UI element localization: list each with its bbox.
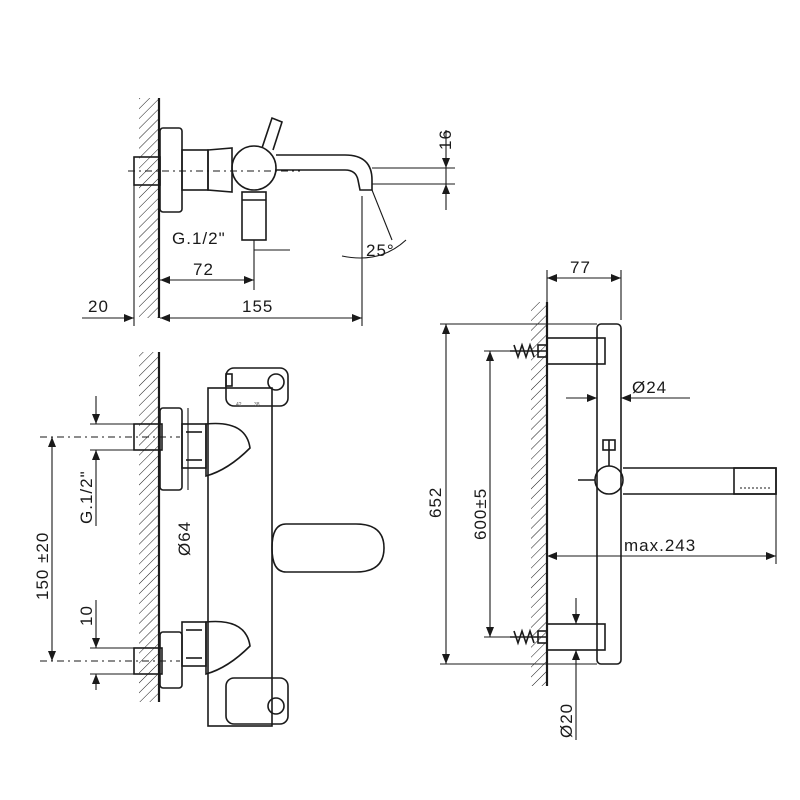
temperature-knob <box>225 367 289 407</box>
dim-72-label: 72 <box>193 260 214 279</box>
dim-10-label: 10 <box>77 605 96 626</box>
side-view: 77 Ø24 652 600±5 max.243 Ø20 <box>426 258 777 740</box>
lower-nut <box>181 621 207 667</box>
lower-flange <box>159 631 183 689</box>
dim-600-label: 600±5 <box>471 488 490 540</box>
wall-hatch-front <box>139 352 159 702</box>
upper-flange <box>159 407 183 491</box>
dia-24-label: Ø24 <box>632 378 667 397</box>
dim-155-label: 155 <box>242 297 273 316</box>
dia-64-label: Ø64 <box>175 521 194 556</box>
wall-flange-top <box>159 127 183 213</box>
front-view: 42 38 150 ±20 G.1/2" Ø64 10 <box>33 352 385 727</box>
lever-top <box>261 116 283 151</box>
dim-150-label: 150 ±20 <box>33 532 52 600</box>
flow-knob <box>225 677 289 725</box>
upper-nut <box>181 423 207 469</box>
bottom-screw <box>510 628 548 646</box>
mixer-body-top <box>231 145 277 191</box>
lower-connector-body <box>205 620 251 676</box>
eccentric-nut-top <box>181 149 209 191</box>
svg-text:42: 42 <box>236 402 242 408</box>
dia-20-label: Ø20 <box>557 703 576 738</box>
spout-top <box>276 154 373 191</box>
max-243-label: max.243 <box>624 536 696 555</box>
spout-front <box>271 523 385 573</box>
knob-button-bottom <box>267 697 285 715</box>
hand-shower <box>623 467 777 495</box>
angle-25-label: 25° <box>366 241 395 260</box>
thread-label-front: G.1/2" <box>77 470 96 524</box>
wall-hatch-side <box>531 302 547 686</box>
slider-holder <box>594 465 624 495</box>
wall-hatch-top <box>139 98 159 318</box>
svg-text:38: 38 <box>254 402 260 408</box>
dim-652-label: 652 <box>426 487 445 518</box>
thermostat-body <box>207 387 273 727</box>
knob-button-top <box>267 373 285 391</box>
upper-connector-body <box>205 422 251 478</box>
riser-rail <box>596 323 622 665</box>
shower-head <box>733 467 777 495</box>
thread-label-top: G.1/2" <box>172 229 226 248</box>
top-screw <box>510 342 548 360</box>
body-top <box>207 147 233 193</box>
dim-77-label: 77 <box>570 258 591 277</box>
top-view: 16 25° G.1/2" 72 155 20 <box>82 98 455 326</box>
dim-16-label: 16 <box>436 129 455 150</box>
dim-20-label: 20 <box>88 297 109 316</box>
